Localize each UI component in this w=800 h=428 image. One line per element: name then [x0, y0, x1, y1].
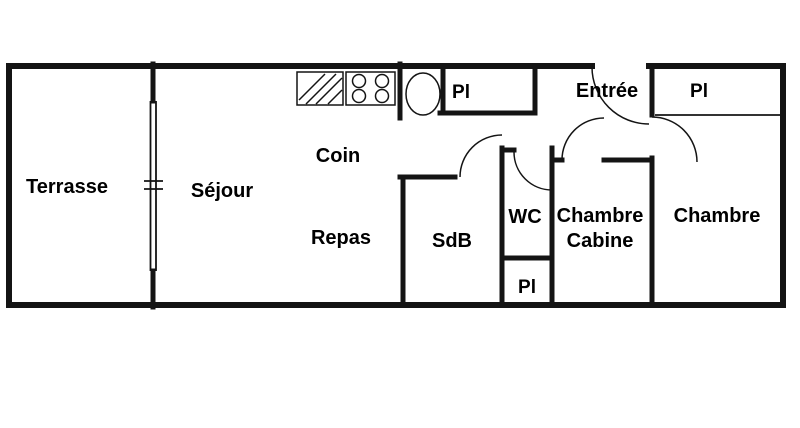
room-label-coin: Coin — [316, 145, 360, 167]
closet-label-right: Pl — [690, 81, 708, 102]
room-label-sejour: Séjour — [191, 180, 253, 202]
room-label-repas: Repas — [311, 227, 371, 249]
door-arc-sdb — [459, 134, 503, 178]
door-arc-entry — [591, 66, 650, 125]
closet-label-top: Pl — [452, 82, 470, 103]
door-arc-chambre — [651, 116, 698, 163]
kitchen-fixtures — [296, 71, 441, 116]
exterior-walls — [6, 63, 786, 308]
terrasse-window — [144, 101, 163, 271]
room-labels: Terrasse Séjour Coin Repas SdB WC Entrée… — [26, 80, 760, 298]
door-arc-wc — [513, 151, 553, 191]
room-label-wc: WC — [508, 206, 541, 228]
room-label-entree: Entrée — [576, 80, 638, 102]
water-heater-icon — [405, 72, 441, 116]
window-break-ticks — [144, 180, 163, 190]
door-arcs — [459, 66, 698, 191]
closet-label-bottom: Pl — [518, 277, 536, 298]
door-arc-cabine — [561, 117, 605, 161]
stove-icon — [345, 71, 396, 106]
room-label-sdb: SdB — [432, 230, 472, 252]
room-label-chambre-cabine-2: Cabine — [567, 230, 634, 252]
sink-icon — [296, 71, 344, 106]
room-label-terrasse: Terrasse — [26, 176, 108, 198]
window-glass-lines — [149, 101, 157, 271]
room-label-chambre-cabine-1: Chambre — [557, 205, 644, 227]
interior-walls — [150, 61, 655, 310]
room-label-chambre: Chambre — [674, 205, 761, 227]
